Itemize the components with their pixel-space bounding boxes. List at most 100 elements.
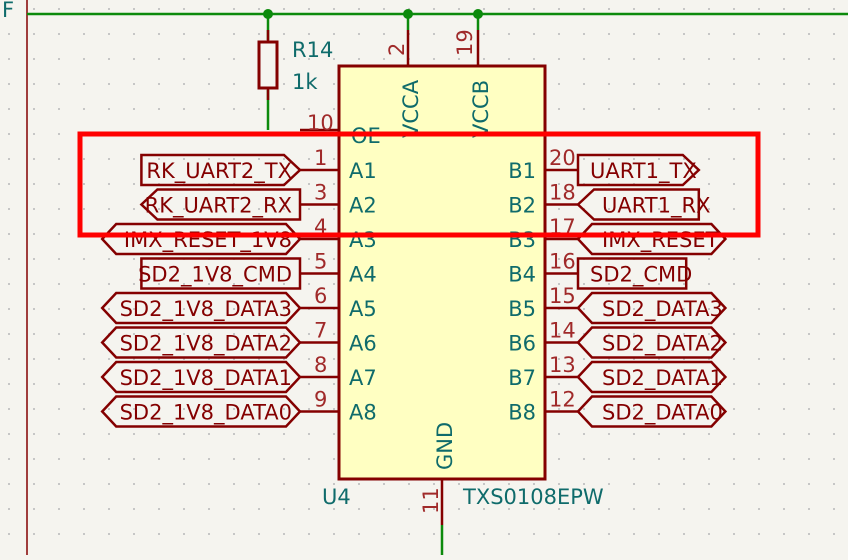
global-label-text: SD2_DATA2 — [602, 332, 723, 357]
pin-a6[interactable]: 7A6 SD2_1V8_DATA2 — [100, 319, 377, 359]
global-label-text: IMX_RESET_1V8 — [124, 228, 292, 253]
pin-name: A7 — [349, 366, 377, 390]
junction-dot — [473, 9, 483, 19]
pin-name-vcca: VCCA — [399, 79, 423, 138]
pin-number: 7 — [314, 319, 327, 343]
pin-number: 8 — [314, 353, 327, 377]
pin-name: B2 — [508, 194, 536, 218]
resistor-r14[interactable]: R14 1k — [257, 30, 333, 100]
pin-a7[interactable]: 8A7 SD2_1V8_DATA1 — [100, 353, 377, 394]
global-label-shape — [576, 326, 728, 359]
pin-name: A5 — [349, 297, 377, 321]
pin-name-gnd: GND — [433, 422, 457, 470]
global-label-shape — [100, 326, 302, 359]
pin-name: B6 — [508, 332, 536, 356]
pin-name: A4 — [349, 263, 377, 287]
pin-a5[interactable]: 6A5 SD2_1V8_DATA3 — [100, 284, 377, 325]
global-label-shape — [576, 360, 728, 394]
pin-name: A8 — [349, 401, 377, 425]
pin-name: B5 — [508, 297, 536, 321]
resistor-value: 1k — [292, 70, 318, 94]
pin-number: 14 — [549, 319, 576, 343]
pin-name: B8 — [508, 401, 536, 425]
left-pin-group: 1A1RK_UART2_TX3A2RK_UART2_RX4A3IMX_RESET… — [100, 146, 377, 428]
global-label-shape — [100, 395, 302, 428]
pin-name: B4 — [508, 263, 536, 287]
pin-a4[interactable]: 5A4 SD2_1V8_CMD — [138, 250, 377, 290]
global-label-text: SD2_1V8_DATA3 — [120, 297, 292, 322]
global-label-shape — [140, 153, 302, 187]
global-label-shape — [576, 257, 688, 290]
pin-name: B1 — [508, 159, 536, 183]
global-label-text: RK_UART2_RX — [145, 194, 292, 219]
corner-mark: F — [2, 0, 14, 22]
pin-number: 16 — [549, 250, 576, 274]
pin-num-vccb: 19 — [453, 29, 477, 56]
global-label-shape — [576, 291, 728, 325]
pin-number: 12 — [549, 388, 576, 412]
pin-name: A3 — [349, 228, 377, 252]
highlight-box — [77, 131, 761, 238]
global-label-text: SD2_1V8_DATA2 — [120, 332, 292, 357]
junction-dot — [403, 9, 413, 19]
global-label-text: SD2_CMD — [590, 263, 692, 288]
global-label-shape — [140, 257, 302, 290]
chip-part: TXS0108EPW — [462, 485, 604, 509]
global-label-text: UART1_TX — [590, 159, 697, 184]
global-label-shape — [100, 360, 302, 394]
global-label-text: SD2_DATA0 — [602, 401, 723, 426]
global-label-shape — [576, 188, 701, 221]
pin-number: 18 — [549, 181, 576, 205]
pin-num-vcca: 2 — [385, 43, 409, 56]
chip-ref: U4 — [322, 485, 351, 509]
power-wires — [27, 9, 848, 555]
pin-number: 9 — [314, 388, 327, 412]
global-label-text: SD2_1V8_DATA0 — [120, 401, 292, 426]
global-label-shape — [576, 153, 701, 187]
global-label-text: RK_UART2_TX — [146, 159, 292, 184]
global-label-text: SD2_1V8_DATA1 — [120, 366, 292, 391]
global-label-text: IMX_RESET — [602, 228, 719, 253]
global-label-text: SD2_DATA3 — [602, 297, 723, 322]
global-label-shape — [576, 395, 728, 428]
resistor-ref: R14 — [292, 38, 333, 62]
global-label-text: SD2_DATA1 — [602, 366, 723, 391]
pin-name: B7 — [508, 366, 536, 390]
pin-a2[interactable]: 3A2 RK_UART2_RX — [139, 181, 377, 221]
pin-name: A2 — [349, 194, 377, 218]
pin-number: 15 — [549, 284, 576, 308]
pin-number: 13 — [549, 353, 576, 377]
pin-name: A1 — [349, 159, 377, 183]
pin-number: 6 — [314, 284, 327, 308]
global-label-shape — [100, 222, 302, 256]
pin-a8[interactable]: 9A8 SD2_1V8_DATA0 — [100, 388, 377, 428]
global-label-shape — [139, 188, 302, 221]
pin-num-gnd: 11 — [419, 487, 443, 514]
global-label-text: UART1_RX — [602, 194, 710, 219]
global-label-shape — [100, 291, 302, 325]
global-label-shape — [576, 222, 728, 256]
pin-name-vccb: VCCB — [469, 80, 493, 138]
pin-name: A6 — [349, 332, 377, 356]
pin-number: 5 — [314, 250, 327, 274]
pin-num-oe: 10 — [307, 111, 334, 135]
global-label-text: SD2_1V8_CMD — [138, 263, 292, 288]
pin-number: 1 — [314, 146, 327, 170]
pin-name: B3 — [508, 228, 536, 252]
pin-a1[interactable]: 1A1 RK_UART2_TX — [140, 146, 377, 187]
pin-number: 20 — [549, 146, 576, 170]
junction-dot — [263, 9, 273, 19]
pin-number: 3 — [314, 181, 327, 205]
